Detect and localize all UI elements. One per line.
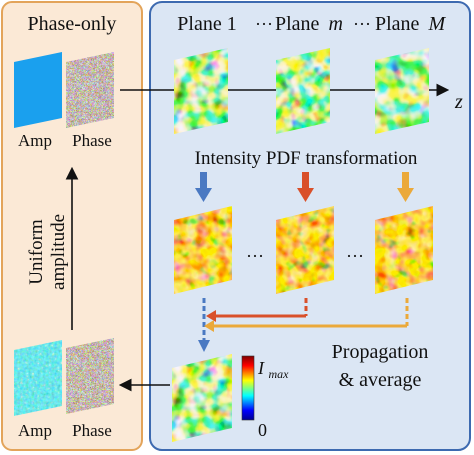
plane-m-label: Plane m xyxy=(275,13,343,35)
plane-1-label: Plane 1 xyxy=(177,13,236,35)
plane-dots-2: ··· xyxy=(353,14,371,34)
intensity-pdf-transformation-label: Intensity PDF transformation xyxy=(195,148,418,169)
bottom-phase-label: Phase xyxy=(72,421,112,440)
top-phase-image xyxy=(66,52,114,128)
propagation-label-line1: Propagation xyxy=(332,341,429,363)
averaged-plane xyxy=(172,354,232,442)
down-arrow-orange xyxy=(397,172,414,202)
colorbar-min-label: 0 xyxy=(258,420,267,440)
top-amp-image xyxy=(14,52,62,128)
bottom-amp-image xyxy=(14,340,62,416)
z-axis-label: z xyxy=(454,91,463,113)
colorbar xyxy=(241,355,255,421)
plane-M-label: Plane M xyxy=(375,13,446,35)
transformed-plane-1 xyxy=(174,206,232,294)
colorbar-max-label: I max xyxy=(257,358,289,381)
feedback-arrow-blue xyxy=(198,298,210,352)
speckle-plane-1 xyxy=(174,48,228,134)
feedback-arrow-orange xyxy=(204,298,409,332)
top-phase-label: Phase xyxy=(72,131,112,150)
plane-dots-1: ··· xyxy=(255,14,273,34)
middle-dots-2: ··· xyxy=(346,246,364,266)
propagation-label-line2: & average xyxy=(339,369,422,391)
transformed-plane-M xyxy=(375,206,433,294)
down-arrow-blue xyxy=(195,172,212,202)
bottom-phase-image xyxy=(66,338,114,414)
down-arrow-red xyxy=(297,172,314,202)
vertical-text-amplitude: amplitude xyxy=(48,214,69,290)
bottom-amp-label: Amp xyxy=(18,421,52,440)
feedback-arrow-red xyxy=(206,298,308,322)
top-amp-label: Amp xyxy=(18,131,52,150)
speckle-plane-M xyxy=(375,48,429,134)
vertical-text-uniform: Uniform xyxy=(26,219,47,285)
middle-dots-1: ··· xyxy=(246,246,264,266)
transformed-plane-m xyxy=(276,206,334,294)
left-panel-title: Phase-only xyxy=(28,13,117,35)
speckle-plane-m xyxy=(276,48,330,134)
